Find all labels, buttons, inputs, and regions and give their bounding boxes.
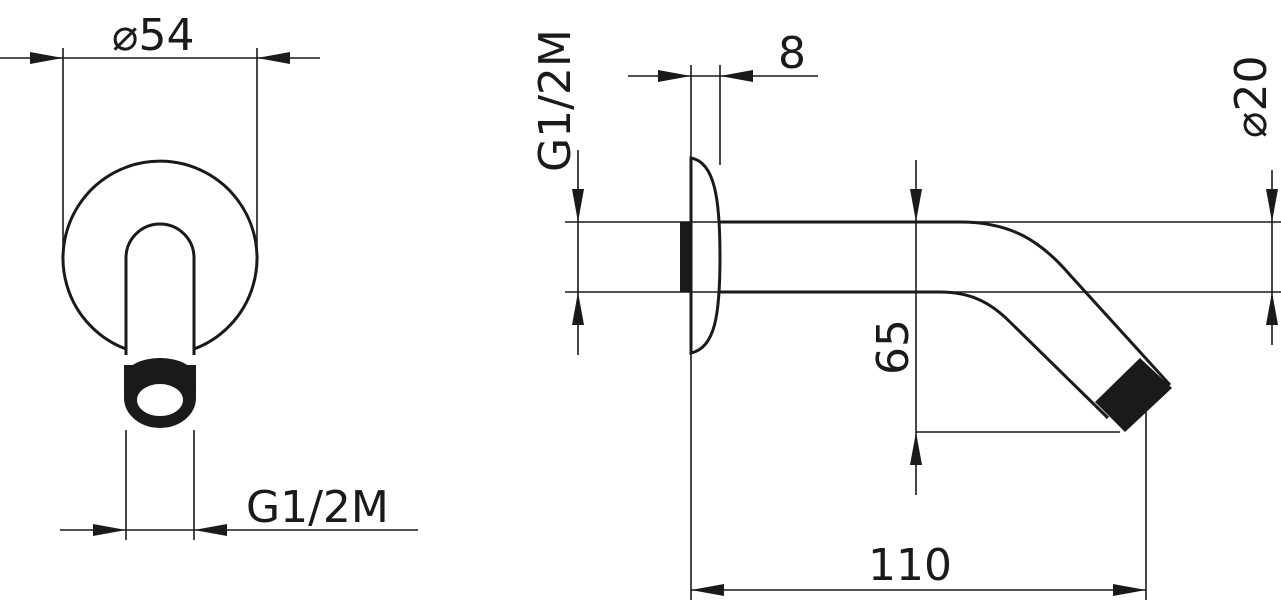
side-dim-20-symbol: ⌀ [1226, 112, 1277, 139]
front-pipe-opening [135, 382, 185, 418]
side-dim-20-value: 20 [1226, 56, 1277, 112]
side-dim-20-arrow-top [1266, 189, 1278, 222]
front-pipe-outline [124, 222, 196, 355]
front-dim-thread-label: G1/2M [246, 482, 389, 533]
side-wall-thread [680, 222, 691, 292]
side-dim-20-label: ⌀20 [1226, 56, 1277, 139]
front-dim-54-value: 54 [139, 10, 195, 61]
side-dim-thread-arrow-top [572, 189, 584, 222]
front-dim-54-label: ⌀54 [112, 10, 195, 61]
side-dim-65-arrow-bottom [910, 432, 922, 465]
front-view: ⌀54 G1/2M [0, 10, 418, 540]
side-pipe-top-edge [720, 220, 1172, 387]
front-dim-thread-arrow-right [194, 524, 227, 536]
front-dim-54-arrow-right [257, 52, 290, 64]
side-dim-8-arrow-right [720, 70, 753, 82]
side-dim-65-label: 65 [868, 319, 919, 375]
front-dim-54-symbol: ⌀ [112, 10, 139, 61]
side-dim-110-label: 110 [868, 540, 952, 591]
side-dim-thread-label: G1/2M [530, 29, 581, 172]
side-dim-65-arrow-top [910, 189, 922, 222]
side-dim-110-arrow-right [1113, 584, 1146, 596]
side-dim-thread-arrow-bottom [572, 292, 584, 325]
side-flange-outline [689, 156, 722, 355]
side-dim-110-arrow-left [691, 584, 724, 596]
side-dim-8-label: 8 [778, 28, 806, 79]
side-outlet-thread [1095, 358, 1172, 432]
side-dim-8-arrow-left [658, 70, 691, 82]
front-flange-outline [61, 159, 259, 351]
front-dim-thread-arrow-left [93, 524, 126, 536]
front-dim-54-arrow-left [30, 52, 63, 64]
side-view: G1/2M 8 ⌀20 65 110 [530, 28, 1281, 600]
side-dim-20-arrow-bottom [1266, 292, 1278, 325]
